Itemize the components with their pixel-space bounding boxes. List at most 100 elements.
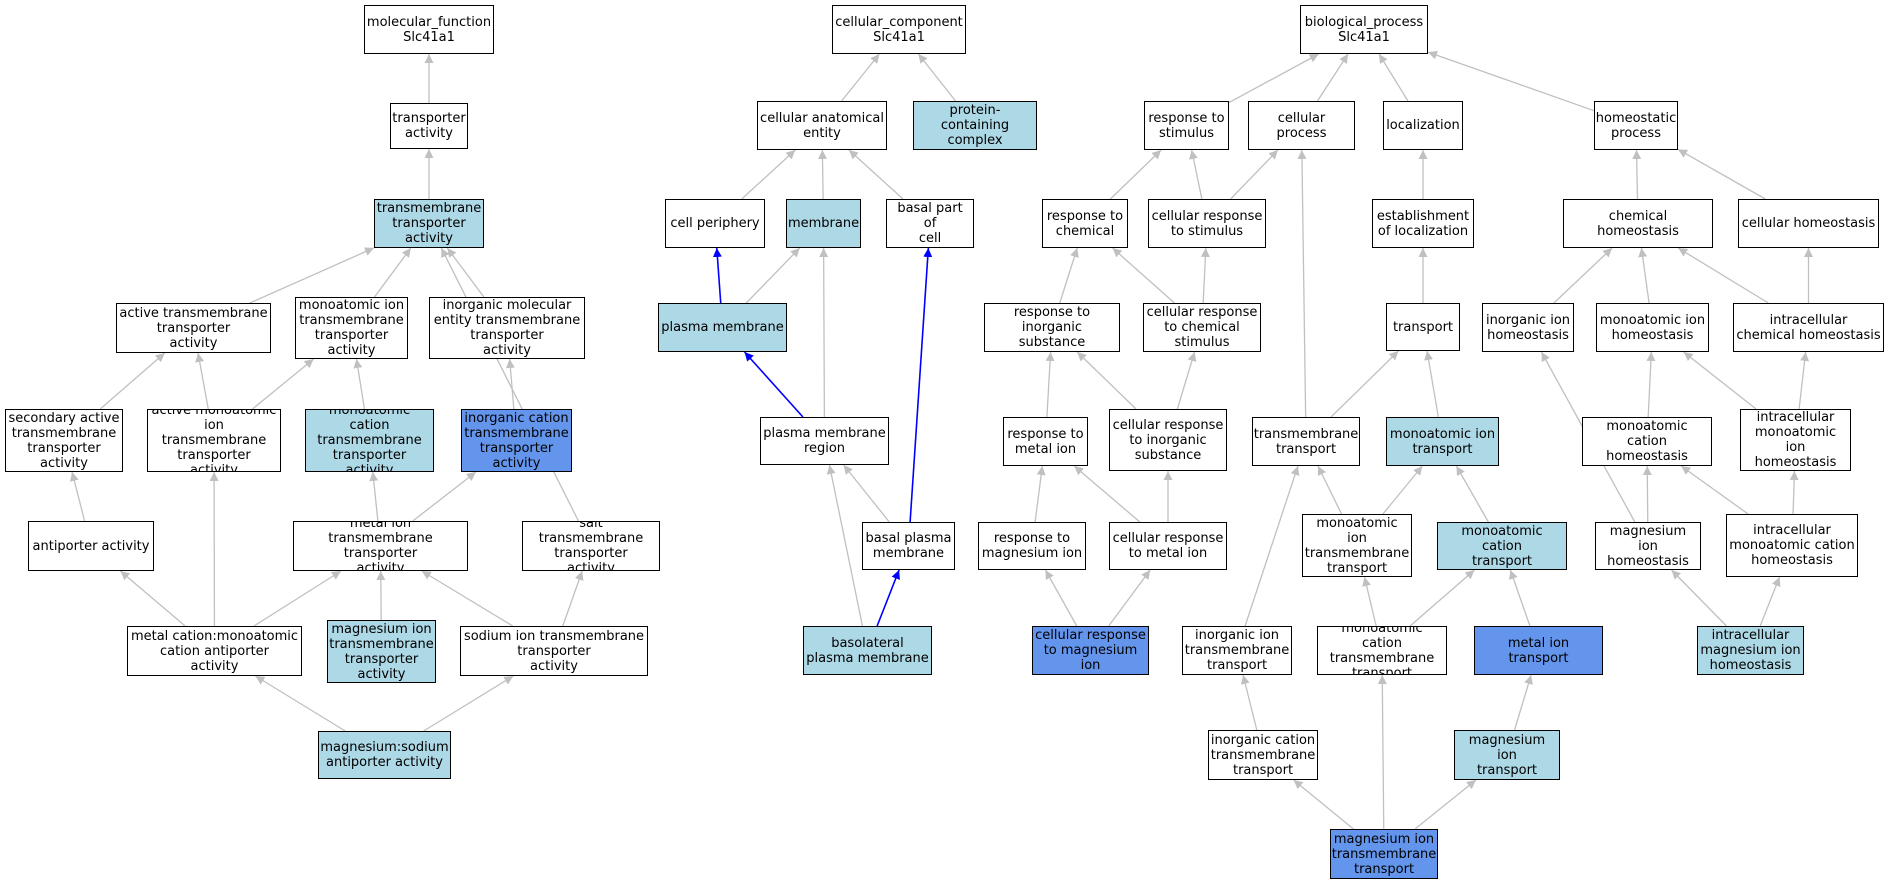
edge-transmembrane_transport-to-cellular_process <box>1297 149 1307 418</box>
node-magnesium-sodium-antiporter-activity: magnesium:sodium antiporter activity <box>318 731 451 779</box>
edge-monoatomic_cation_tm_transport-to-monoatomic_ion_tm_transport <box>1362 576 1377 627</box>
node-chemical-homeostasis: chemical homeostasis <box>1563 199 1713 248</box>
edge-intracellular_monoatomic_ion_homeostasis-to-intracellular_chemical_homeostasis <box>1798 351 1810 410</box>
edge-response_to_stimulus-to-bp_root <box>1228 53 1320 104</box>
node-plasma-membrane: plasma membrane <box>658 303 787 352</box>
node-cellular-response-to-metal-ion: cellular response to metal ion <box>1109 522 1227 570</box>
node-cellular-anatomical-entity: cellular anatomical entity <box>757 101 887 150</box>
node-cellular-response-to-chemical-stimulus: cellular response to chemical stimulus <box>1143 303 1261 352</box>
edge-basolateral_plasma_membrane-to-plasma_membrane_region <box>826 464 864 627</box>
edge-magnesium_ion_transport-to-metal_ion_transport <box>1513 674 1533 731</box>
edge-response_to_chemical-to-response_to_stimulus <box>1109 149 1162 200</box>
edge-cellular_homeostasis-to-homeostatic_process <box>1677 148 1766 200</box>
edge-monoatomic_cation_tm_transporter_activity-to-monoatomic_ion_tm_transporter_activity <box>353 358 366 410</box>
node-localization: localization <box>1383 101 1463 150</box>
node-metal-ion-tm-transporter-activity: metal ion transmembrane transporter acti… <box>293 521 468 571</box>
edge-plasma_membrane_region-to-membrane <box>819 247 829 418</box>
node-tm-transporter-activity: transmembrane transporter activity <box>374 199 484 248</box>
edge-active_tm_transporter_activity-to-tm_transporter_activity <box>249 247 375 304</box>
edge-sodium_ion_tm_transporter_activity-to-salt_tm_transporter_activity <box>562 570 584 627</box>
edge-active_monoatomic_ion_tm_transporter_activity-to-monoatomic_ion_tm_transporter_activity <box>252 358 315 410</box>
node-intracellular-magnesium-ion-homeostasis: intracellular magnesium ion homeostasis <box>1697 626 1804 675</box>
edge-response_to_metal_ion-to-response_to_inorganic_substance <box>1045 351 1055 418</box>
edge-localization-to-bp_root <box>1378 53 1409 102</box>
edge-inorganic_molecular_entity_tm_transporter_activity-to-tm_transporter_activity <box>446 247 485 298</box>
edge-intracellular_magnesium_ion_homeostasis-to-magnesium_ion_homeostasis <box>1671 569 1727 627</box>
edge-homeostatic_process-to-bp_root <box>1427 50 1595 112</box>
edge-intracellular_monoatomic_cation_homeostasis-to-intracellular_monoatomic_ion_homeostasis <box>1789 470 1799 515</box>
edge-magnesium_ion_homeostasis-to-monoatomic_cation_homeostasis <box>1642 465 1652 523</box>
edge-metal_cation_antiporter_activity-to-antiporter_activity <box>119 570 186 627</box>
edge-sodium_ion_tm_transporter_activity-to-metal_ion_tm_transporter_activity <box>421 570 514 627</box>
edge-cellular_anatomical_entity-to-cc_root <box>841 53 880 102</box>
node-monoatomic-ion-tm-transport: monoatomic ion transmembrane transport <box>1302 514 1412 577</box>
edge-metal_cation_antiporter_activity-to-metal_ion_tm_transporter_activity <box>253 570 342 627</box>
node-intracellular-chemical-homeostasis: intracellular chemical homeostasis <box>1733 303 1884 352</box>
edge-intracellular_chemical_homeostasis-to-chemical_homeostasis <box>1677 247 1769 304</box>
edge-cell_periphery-to-cellular_anatomical_entity <box>741 149 796 200</box>
edge-basal_part_of_cell-to-cellular_anatomical_entity <box>848 149 904 200</box>
node-cellular-response-to-magnesium-ion: cellular response to magnesium ion <box>1032 626 1149 675</box>
edge-cellular_response_to_chemical_stimulus-to-response_to_chemical <box>1112 247 1175 304</box>
node-response-to-metal-ion: response to metal ion <box>1003 417 1088 466</box>
node-salt-tm-transporter-activity: salt transmembrane transporter activity <box>522 521 660 571</box>
edge-membrane-to-cellular_anatomical_entity <box>818 149 828 200</box>
edge-cellular_response_to_inorganic_substance-to-response_to_inorganic_substance <box>1076 351 1137 410</box>
node-basal-part-of-cell: basal part of cell <box>886 199 974 248</box>
node-response-to-chemical: response to chemical <box>1042 199 1128 248</box>
node-protein-containing-complex: protein-containing complex <box>913 101 1037 150</box>
node-active-monoatomic-ion-tm-transporter-activity: active monoatomic ion transmembrane tran… <box>147 409 281 472</box>
node-inorganic-cation-tm-transport: inorganic cation transmembrane transport <box>1208 730 1318 780</box>
edge-monoatomic_ion_homeostasis-to-chemical_homeostasis <box>1638 247 1650 304</box>
node-metal-cation-antiporter-activity: metal cation:monoatomic cation antiporte… <box>127 626 302 676</box>
node-monoatomic-ion-tm-transporter-activity: monoatomic ion transmembrane transporter… <box>295 297 408 359</box>
edge-plasma_membrane-to-cell_periphery <box>712 247 722 304</box>
edge-inorganic_ion_tm_transport-to-transmembrane_transport <box>1244 465 1300 627</box>
node-bp-root: biological_process Slc41a1 <box>1300 5 1428 54</box>
node-transport: transport <box>1386 303 1460 351</box>
node-cell-periphery: cell periphery <box>665 199 765 248</box>
edge-monoatomic_ion_transport-to-transport <box>1424 350 1439 418</box>
edge-active_monoatomic_ion_tm_transporter_activity-to-active_tm_transporter_activity <box>195 352 209 410</box>
node-response-to-inorganic-substance: response to inorganic substance <box>984 303 1120 352</box>
node-cellular-response-to-stimulus: cellular response to stimulus <box>1148 199 1266 248</box>
node-cellular-process: cellular process <box>1248 101 1355 150</box>
edge-protein_containing_complex-to-cc_root <box>917 53 957 102</box>
node-metal-ion-transport: metal ion transport <box>1474 626 1603 675</box>
edge-inorganic_cation_tm_transport-to-inorganic_ion_tm_transport <box>1240 674 1258 731</box>
node-intracellular-monoatomic-ion-homeostasis: intracellular monoatomic ion homeostasis <box>1740 409 1851 471</box>
node-magnesium-ion-transport: magnesium ion transport <box>1454 730 1560 780</box>
node-inorganic-ion-tm-transport: inorganic ion transmembrane transport <box>1182 626 1292 675</box>
node-magnesium-ion-tm-transport: magnesium ion transmembrane transport <box>1330 829 1438 879</box>
node-magnesium-ion-tm-transporter-activity: magnesium ion transmembrane transporter … <box>327 620 436 683</box>
node-inorganic-molecular-entity-tm-transporter-activity: inorganic molecular entity transmembrane… <box>429 297 585 359</box>
node-homeostatic-process: homeostatic process <box>1594 101 1678 150</box>
edge-metal_ion_transport-to-monoatomic_cation_transport <box>1509 569 1531 627</box>
edge-inorganic_cation_tm_transporter_activity-to-inorganic_molecular_entity_tm_transporter_activity <box>505 358 515 410</box>
node-response-to-stimulus: response to stimulus <box>1144 101 1229 150</box>
edge-magnesium_sodium_antiporter_activity-to-metal_cation_antiporter_activity <box>255 675 346 732</box>
node-basal-plasma-membrane: basal plasma membrane <box>862 522 955 570</box>
edge-antiporter_activity-to-secondary_active_tm_transporter_activity <box>69 471 86 522</box>
edge-monoatomic_ion_tm_transporter_activity-to-tm_transporter_activity <box>373 247 412 298</box>
edge-intracellular_monoatomic_cation_homeostasis-to-monoatomic_cation_homeostasis <box>1680 465 1749 515</box>
node-plasma-membrane-region: plasma membrane region <box>760 417 889 465</box>
edge-cellular_response_to_inorganic_substance-to-cellular_response_to_chemical_stimulus <box>1176 351 1197 410</box>
edge-response_to_magnesium_ion-to-response_to_metal_ion <box>1034 465 1046 523</box>
node-monoatomic-cation-homeostasis: monoatomic cation homeostasis <box>1582 417 1712 466</box>
node-membrane: membrane <box>786 199 861 248</box>
node-basolateral-plasma-membrane: basolateral plasma membrane <box>803 626 932 675</box>
node-mf-root: molecular_function Slc41a1 <box>364 5 494 54</box>
node-transporter-activity: transporter activity <box>390 103 468 149</box>
edge-monoatomic_ion_tm_transport-to-transmembrane_transport <box>1317 465 1343 515</box>
edge-intracellular_monoatomic_ion_homeostasis-to-monoatomic_ion_homeostasis <box>1683 351 1757 410</box>
edge-plasma_membrane_region-to-plasma_membrane <box>743 351 804 418</box>
edge-basolateral_plasma_membrane-to-basal_plasma_membrane <box>876 569 900 627</box>
node-secondary-active-tm-transporter-activity: secondary active transmembrane transport… <box>5 409 123 472</box>
edge-inorganic_ion_homeostasis-to-chemical_homeostasis <box>1553 247 1613 304</box>
edge-magnesium_ion_tm_transport-to-monoatomic_cation_tm_transport <box>1377 674 1387 830</box>
edge-basal_plasma_membrane-to-basal_part_of_cell <box>909 247 933 523</box>
node-intracellular-monoatomic-cation-homeostasis: intracellular monoatomic cation homeosta… <box>1726 514 1858 577</box>
